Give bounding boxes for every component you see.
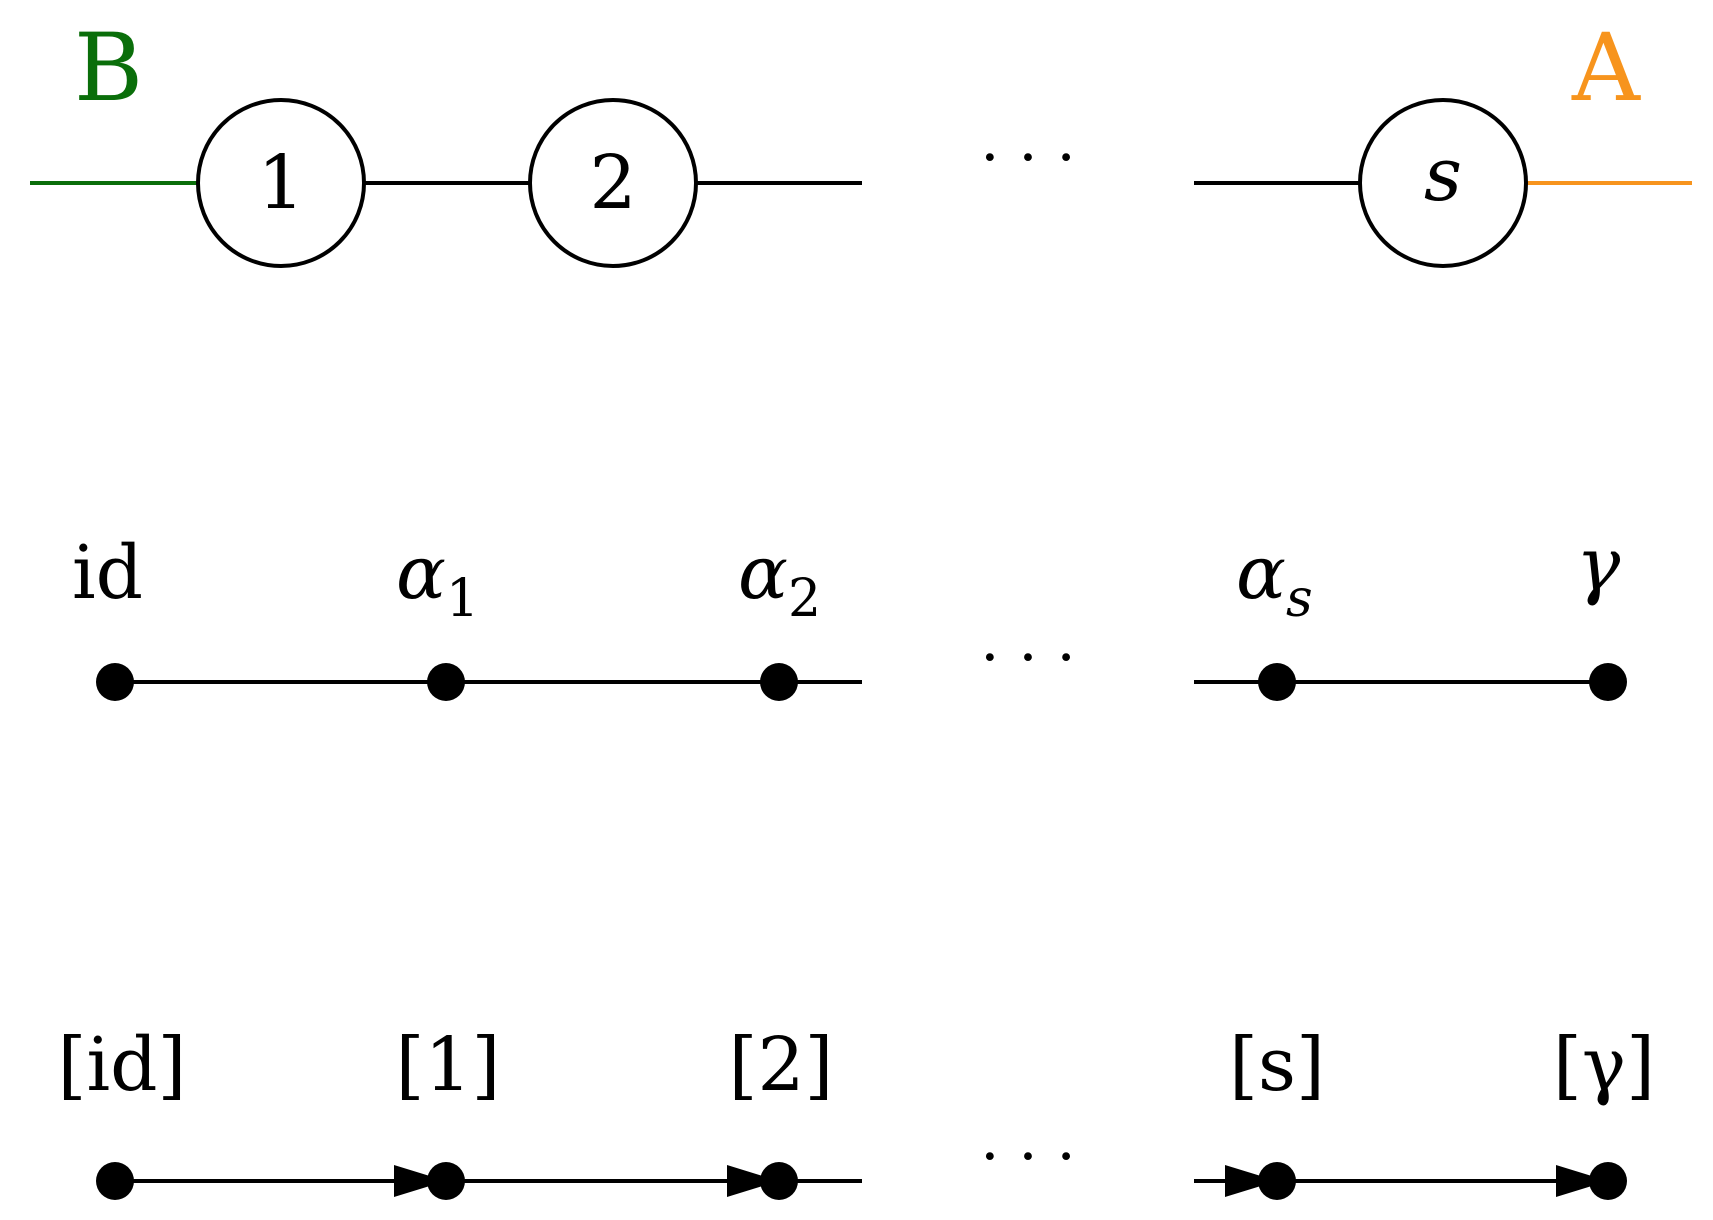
row2-dot-alpha-s [1258,663,1296,701]
row3-dot-1 [427,1162,465,1200]
row2-dot-gamma [1589,663,1627,701]
row1-node-1-label: 1 [257,140,304,226]
row2-root-chain: · · · id α1 α2 αs γ [72,522,1627,701]
row1-node-s [1358,98,1528,268]
row1-label-b: B [74,14,143,123]
row3-arrowhead-s [1225,1165,1277,1197]
row3-ellipsis: · · · [980,1122,1075,1192]
row2-label-alpha-2: α2 [738,530,821,629]
row3-label-2: [2] [729,1022,834,1108]
row2-dot-alpha-1 [427,663,465,701]
row2-label-alpha-1: α1 [396,530,479,629]
row3-label-gamma: [γ] [1553,1022,1655,1108]
row2-label-id: id [72,530,143,616]
row1-node-chain: B A 1 2 · · · s [30,14,1692,268]
row1-ellipsis: · · · [980,123,1075,193]
row3-dot-s [1258,1162,1296,1200]
row3-dot-gamma [1589,1162,1627,1200]
row1-node-2 [528,98,698,268]
row3-arrowhead-1 [394,1165,446,1197]
row3-label-s: [s] [1229,1022,1325,1108]
row1-node-1 [196,98,366,268]
row3-dot-id [96,1162,134,1200]
row3-arrow-chain: · · · [id] [1] [2] [s] [γ] [58,1022,1655,1200]
row1-label-a: A [1571,14,1641,123]
row1-node-s-label: s [1424,132,1462,218]
row2-dot-id [96,663,134,701]
row3-arrowhead-gamma [1556,1165,1608,1197]
row2-label-alpha-s: αs [1236,530,1313,629]
row3-label-1: [1] [396,1022,501,1108]
row2-label-gamma: γ [1576,522,1621,608]
row3-dot-2 [760,1162,798,1200]
row2-dot-alpha-2 [760,663,798,701]
row3-label-id: [id] [58,1022,187,1108]
row2-ellipsis: · · · [980,623,1075,693]
row1-node-2-label: 2 [589,140,636,226]
row3-arrowhead-2 [727,1165,779,1197]
